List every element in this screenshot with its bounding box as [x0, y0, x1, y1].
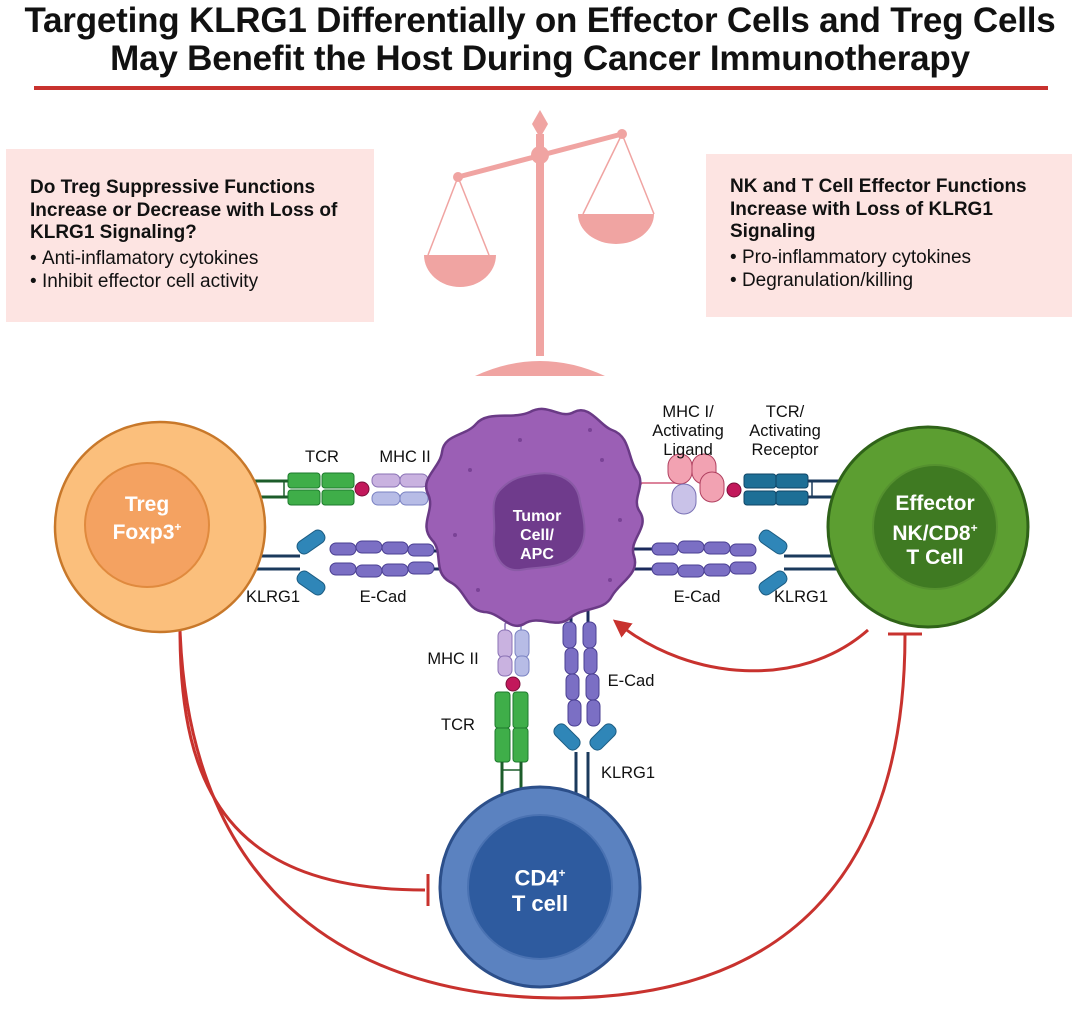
figure-title: Targeting KLRG1 Differentially on Effect…	[0, 2, 1080, 78]
ecad-bottom-label: E-Cad	[607, 672, 655, 690]
cd4-label-line-2: T cell	[511, 891, 569, 917]
cd4-cell-label: CD4+ T cell	[480, 860, 600, 917]
klrg1-right-label: KLRG1	[773, 588, 829, 606]
effector-to-tumor-activation-arrow	[612, 619, 869, 673]
ecad-right-label: E-Cad	[673, 588, 721, 606]
tcr-bottom-label: TCR	[441, 716, 475, 734]
effector-cell	[826, 425, 1030, 629]
treg-label-line-1: Treg	[124, 493, 170, 516]
mhc2-left-label: MHC II	[379, 448, 431, 466]
klrg1-ecad-left-complex	[236, 529, 460, 596]
ecad-klrg1-right-complex	[624, 529, 850, 596]
tcr-receptor-label: TCR/ Activating Receptor	[735, 403, 835, 460]
treg-cell	[53, 420, 267, 634]
title-line-2: May Benefit the Host During Cancer Immun…	[110, 39, 970, 78]
klrg1-left-label: KLRG1	[245, 588, 301, 606]
cd4-t-cell	[438, 785, 642, 989]
title-line-1: Targeting KLRG1 Differentially on Effect…	[24, 1, 1056, 40]
tumor-label-line-1: Tumor	[512, 508, 562, 525]
effector-function-list: Pro-inflammatory cytokines Degranulation…	[730, 246, 1072, 292]
effector-function-item: Pro-inflammatory cytokines	[730, 246, 1072, 269]
treg-label-sup: +	[174, 520, 182, 534]
tumor-cell-apc	[424, 407, 644, 628]
treg-question-heading: Do Treg Suppressive Functions Increase o…	[30, 177, 338, 243]
tcr-receptor-label-line-3: Receptor	[751, 441, 819, 459]
mhc2-tcr-bottom-complex	[494, 591, 530, 822]
effector-function-box: NK and T Cell Effector Functions Increas…	[706, 154, 1072, 317]
mhc1-label-line-2: Activating	[652, 422, 724, 440]
treg-cell-label: Treg Foxp3+	[97, 493, 197, 544]
ecad-klrg1-bottom-complex	[553, 592, 617, 822]
tcr-left-label: TCR	[305, 448, 339, 466]
effector-function-item: Degranulation/killing	[730, 269, 1072, 292]
effector-label-nk-cd8: NK/CD8	[892, 522, 971, 545]
effector-label-line-3: T Cell	[906, 546, 964, 569]
tcr-mhc2-left-complex	[230, 472, 466, 506]
title-underline	[34, 86, 1048, 90]
cd4-label-cd4: CD4	[514, 865, 559, 891]
mhc1-ligand-label: MHC I/ Activating Ligand	[638, 403, 738, 460]
tcr-receptor-label-line-2: Activating	[749, 422, 821, 440]
tumor-cell-label: Tumor Cell/ APC	[487, 507, 587, 564]
treg-to-cd4-inhibition-arrow	[178, 629, 426, 892]
treg-question-box: Do Treg Suppressive Functions Increase o…	[6, 149, 374, 322]
treg-to-effector-inhibition-arrow	[178, 629, 907, 1000]
klrg1-bottom-label: KLRG1	[600, 764, 656, 782]
ecad-left-label: E-Cad	[359, 588, 407, 606]
effector-cell-label: Effector NK/CD8+ T Cell	[870, 492, 1000, 570]
mhc2-bottom-label: MHC II	[427, 650, 479, 668]
mhc1-tcr-right-complex	[609, 453, 856, 515]
treg-function-list: Anti-inflamatory cytokines Inhibit effec…	[30, 247, 374, 293]
treg-function-item: Anti-inflamatory cytokines	[30, 247, 374, 270]
treg-label-foxp3: Foxp3	[112, 521, 175, 544]
balance-scale-icon	[424, 110, 655, 376]
mhc1-label-line-1: MHC I/	[662, 403, 714, 421]
cd4-label-sup: +	[558, 866, 566, 880]
effector-label-sup: +	[970, 521, 978, 535]
tcr-receptor-label-line-1: TCR/	[765, 403, 805, 421]
treg-label-line-2: Foxp3+	[97, 516, 197, 544]
treg-function-item: Inhibit effector cell activity	[30, 270, 374, 293]
effector-label-line-1: Effector	[895, 492, 975, 515]
tumor-label-line-3: APC	[520, 546, 554, 563]
mhc1-label-line-3: Ligand	[663, 441, 713, 459]
effector-label-line-2: NK/CD8+	[870, 516, 1000, 546]
effector-function-heading: NK and T Cell Effector Functions Increas…	[730, 176, 1027, 242]
cd4-label-line-1: CD4+	[480, 860, 600, 891]
tumor-label-line-2: Cell/	[520, 527, 554, 544]
regulation-arrows	[178, 619, 922, 1000]
